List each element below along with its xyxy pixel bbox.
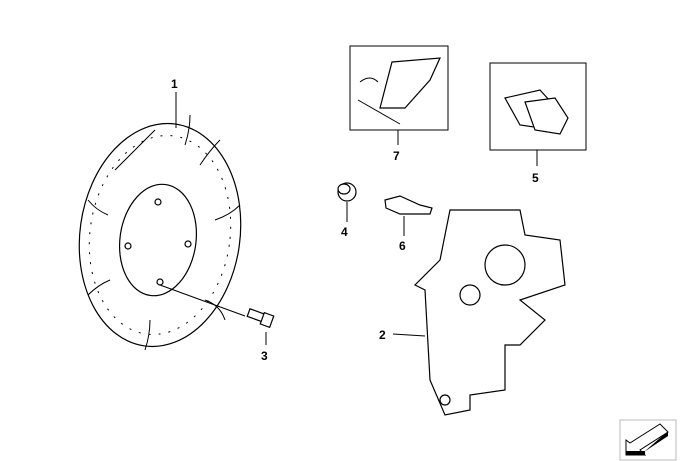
navigate-back-arrow-icon[interactable]: [619, 419, 677, 461]
bleeder-cap[interactable]: [337, 182, 357, 202]
brake-disc[interactable]: [65, 113, 255, 357]
callout-1: 1: [171, 77, 178, 91]
leader-line-2: [392, 333, 426, 337]
callout-4: 4: [341, 225, 348, 239]
bleeder-valve[interactable]: [384, 195, 433, 215]
callout-5: 5: [532, 171, 539, 185]
disc-bolt[interactable]: [159, 284, 275, 329]
callout-7: 7: [393, 149, 400, 163]
callout-6: 6: [399, 239, 406, 253]
callout-3: 3: [261, 349, 268, 363]
brake-caliper[interactable]: [413, 209, 566, 416]
callout-2: 2: [379, 328, 386, 342]
